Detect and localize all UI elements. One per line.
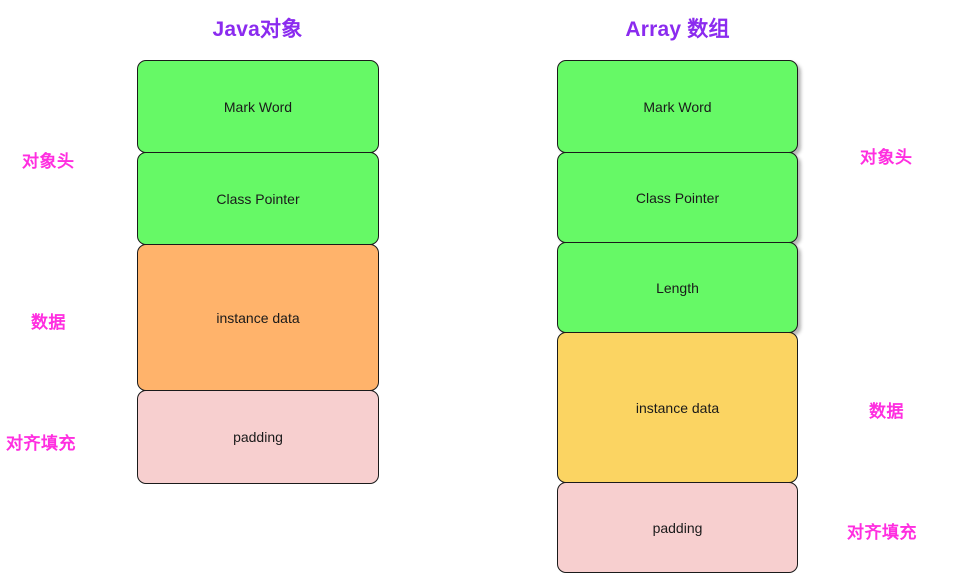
java-object-label-object-header: 对象头 xyxy=(22,152,75,171)
java-object-box-mark-word-label: Mark Word xyxy=(223,98,293,115)
array-box-instance-data-label: instance data xyxy=(635,399,720,416)
array-box-mark-word: Mark Word xyxy=(557,60,798,153)
array-box-length-label: Length xyxy=(656,279,699,296)
java-object-box-instance-data-label: instance data xyxy=(216,309,300,326)
array-label-object-header: 对象头 xyxy=(860,148,913,167)
java-object-label-alignment-padding: 对齐填充 xyxy=(6,434,76,453)
java-object-box-class-pointer: Class Pointer xyxy=(137,152,379,245)
array-box-length: Length xyxy=(557,242,798,333)
java-object-box-instance-data: instance data xyxy=(137,244,379,391)
array-box-instance-data: instance data xyxy=(557,332,798,483)
java-object-box-class-pointer-label: Class Pointer xyxy=(216,190,300,207)
array-box-mark-word-label: Mark Word xyxy=(643,98,712,115)
array-label-alignment-padding: 对齐填充 xyxy=(847,523,917,542)
array-box-padding-label: padding xyxy=(652,519,703,536)
java-object-box-mark-word: Mark Word xyxy=(137,60,379,153)
java-object-title: Java对象 xyxy=(212,18,303,41)
java-object-box-padding: padding xyxy=(137,390,379,484)
array-label-data: 数据 xyxy=(869,402,904,421)
array-title: Array 数组 xyxy=(625,18,730,41)
array-box-class-pointer: Class Pointer xyxy=(557,152,798,243)
array-box-class-pointer-label: Class Pointer xyxy=(635,189,720,206)
array-box-padding: padding xyxy=(557,482,798,573)
java-object-label-data: 数据 xyxy=(31,313,66,332)
java-object-box-padding-label: padding xyxy=(233,429,283,445)
